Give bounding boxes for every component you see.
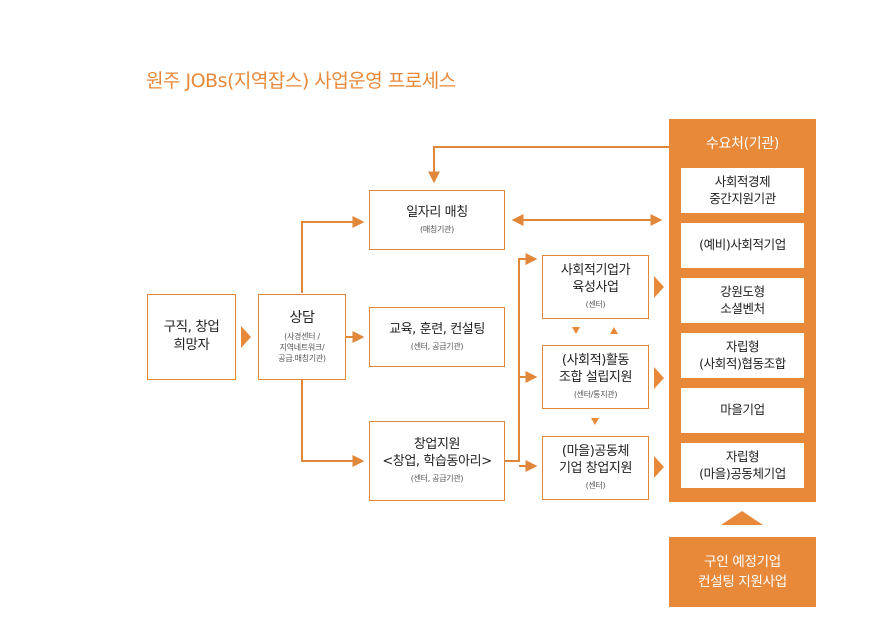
down-triangle-1	[572, 327, 580, 334]
demand-item-line: 마을기업	[720, 402, 765, 418]
education-sub: (센터, 공급기관)	[410, 341, 464, 351]
demand-item-line: 사회적경제	[714, 173, 771, 189]
coop-support-line1: (사회적)활동	[561, 353, 630, 369]
education-main: 교육, 훈련, 컨설팅	[389, 321, 485, 337]
social-training-sub: (센터)	[585, 300, 606, 310]
village-support-box: (마을)공동체 기업 창업지원 (센터)	[542, 436, 649, 500]
consult-to-startup-line	[301, 380, 365, 467]
education-box: 교육, 훈련, 컨설팅 (센터, 공급기관)	[369, 307, 505, 367]
coop-to-panel-chevron	[654, 367, 664, 389]
startup-line2: <창업, 학습동아리>	[382, 454, 492, 470]
consult-to-matching-line	[301, 216, 365, 293]
seeker-box: 구직, 창업 희망자	[147, 294, 236, 380]
demand-item-line: (사회적)협동조합	[699, 355, 786, 371]
demand-item-line: 자립형	[725, 338, 760, 354]
demand-to-matching-line	[428, 146, 669, 184]
up-triangle	[610, 327, 618, 334]
hiring-consulting-box: 구인 예정기업 컨설팅 지원사업	[669, 537, 816, 607]
consult-box: 상담 (사경센터 / 지역네트워크/ 공급.매칭기관)	[258, 294, 346, 380]
coop-support-sub: (센터/통지관)	[573, 390, 618, 400]
hiring-consulting-line1: 구인 예정기업	[704, 553, 781, 570]
social-training-line2: 육성사업	[572, 280, 619, 296]
social-training-box: 사회적기업가 육성사업 (센터)	[542, 255, 649, 319]
diagram-title: 원주 JOBs(지역잡스) 사업운영 프로세스	[146, 70, 456, 92]
demand-panel-title: 수요처(기관)	[705, 136, 780, 152]
consult-sub2: 지역네트워크/	[279, 342, 325, 352]
village-support-line2: 기업 창업지원	[558, 461, 633, 477]
demand-item-line: 강원도형	[720, 283, 765, 299]
consult-sub1: (사경센터 /	[284, 331, 320, 341]
down-triangle-2	[591, 418, 599, 425]
coop-support-box: (사회적)활동 조합 설립지원 (센터/통지관)	[542, 345, 649, 409]
demand-item-line: (마을)공동체기업	[699, 465, 786, 481]
demand-item-cooperative: 자립형 (사회적)협동조합	[681, 333, 804, 378]
consult-main: 상담	[289, 310, 315, 327]
matching-box: 일자리 매칭 (매칭기관)	[369, 190, 505, 250]
seeker-line1: 구직, 창업	[163, 319, 220, 336]
demand-item-line: (예비)사회적기업	[699, 237, 786, 253]
demand-item-line: 자립형	[725, 448, 760, 464]
seeker-to-consult-chevron	[241, 326, 251, 348]
startup-sub: (센터, 공급기관)	[410, 474, 464, 484]
startup-branch-line	[505, 253, 538, 462]
demand-item-intermediary: 사회적경제 중간지원기관	[681, 168, 804, 213]
consult-sub3: 공급.매칭기관)	[278, 354, 326, 364]
matching-main: 일자리 매칭	[406, 204, 468, 220]
social-to-panel-chevron	[654, 276, 664, 298]
village-support-line1: (마을)공동체	[561, 444, 630, 460]
seeker-line2: 희망자	[173, 337, 210, 353]
startup-box: 창업지원 <창업, 학습동아리> (센터, 공급기관)	[369, 421, 505, 501]
demand-item-pre-social: (예비)사회적기업	[681, 223, 804, 268]
hiring-consulting-line2: 컨설팅 지원사업	[698, 574, 787, 590]
demand-item-line: 소셜벤처	[720, 300, 765, 316]
demand-panel: 수요처(기관) 사회적경제 중간지원기관 (예비)사회적기업 강원도형 소셜벤처…	[669, 119, 816, 502]
demand-item-community: 자립형 (마을)공동체기업	[681, 443, 804, 488]
village-to-panel-chevron	[654, 456, 664, 478]
startup-line1: 창업지원	[413, 437, 461, 453]
demand-item-line: 중간지원기관	[709, 190, 776, 206]
matching-sub: (매칭기관)	[420, 224, 454, 234]
coop-support-line2: 조합 설립지원	[558, 370, 633, 386]
village-support-sub: (센터)	[585, 481, 606, 491]
demand-item-village: 마을기업	[681, 388, 804, 433]
bottom-up-arrow	[721, 511, 763, 525]
social-training-line1: 사회적기업가	[560, 263, 631, 279]
demand-item-social-venture: 강원도형 소셜벤처	[681, 278, 804, 323]
